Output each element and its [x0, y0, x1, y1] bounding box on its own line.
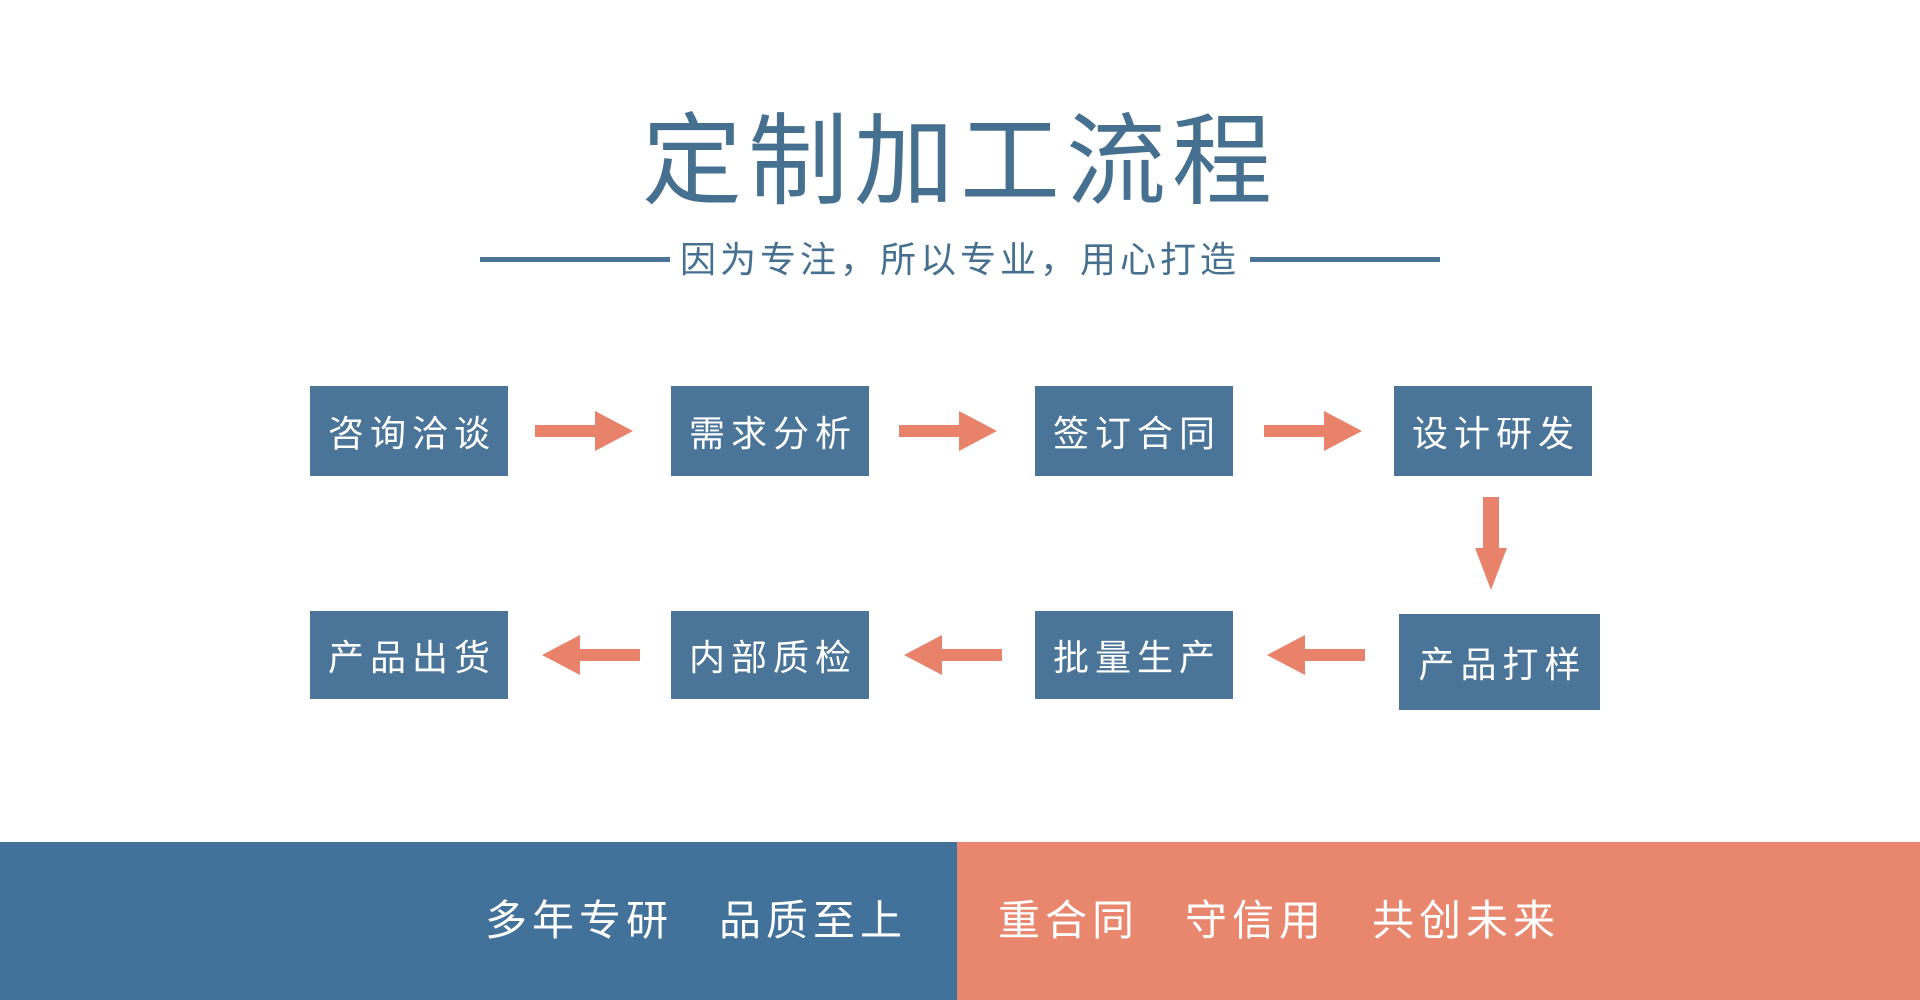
flow-step-requirement-analysis: 需求分析 — [671, 386, 869, 476]
flow-step-consultation: 咨询洽谈 — [310, 386, 508, 476]
bottom-banner: 多年专研 品质至上 重合同 守信用 共创未来 — [0, 842, 1920, 1000]
page-title: 定制加工流程 — [642, 106, 1278, 218]
arrow-right-icon — [535, 411, 633, 451]
arrow-left-icon — [1267, 635, 1365, 675]
subtitle-right-line — [1250, 257, 1440, 263]
flow-step-internal-qc: 内部质检 — [671, 611, 869, 699]
subtitle-text: 因为专注，所以专业，用心打造 — [679, 239, 1240, 280]
flow-step-sign-contract: 签订合同 — [1035, 386, 1233, 476]
banner-phrase: 多年专研 — [484, 897, 673, 944]
flow-step-mass-production: 批量生产 — [1035, 611, 1233, 699]
banner-phrase: 共创未来 — [1372, 897, 1561, 944]
flow-step-product-shipment: 产品出货 — [310, 611, 508, 699]
banner-left-blue: 多年专研 品质至上 — [0, 842, 957, 1000]
flow-step-design-rd: 设计研发 — [1394, 386, 1592, 476]
flow-step-product-sampling: 产品打样 — [1399, 614, 1600, 710]
banner-phrase: 品质至上 — [718, 897, 907, 944]
arrow-right-icon — [899, 411, 997, 451]
arrow-left-icon — [542, 635, 640, 675]
banner-phrase: 重合同 — [998, 897, 1140, 944]
banner-right-coral: 重合同 守信用 共创未来 — [957, 842, 1920, 1000]
banner-phrase: 守信用 — [1185, 897, 1327, 944]
arrow-down-icon — [1475, 497, 1507, 590]
subtitle-left-line — [479, 257, 670, 263]
subtitle: 因为专注，所以专业，用心打造 — [0, 240, 1920, 280]
arrow-right-icon — [1264, 411, 1362, 451]
arrow-left-icon — [904, 635, 1002, 675]
